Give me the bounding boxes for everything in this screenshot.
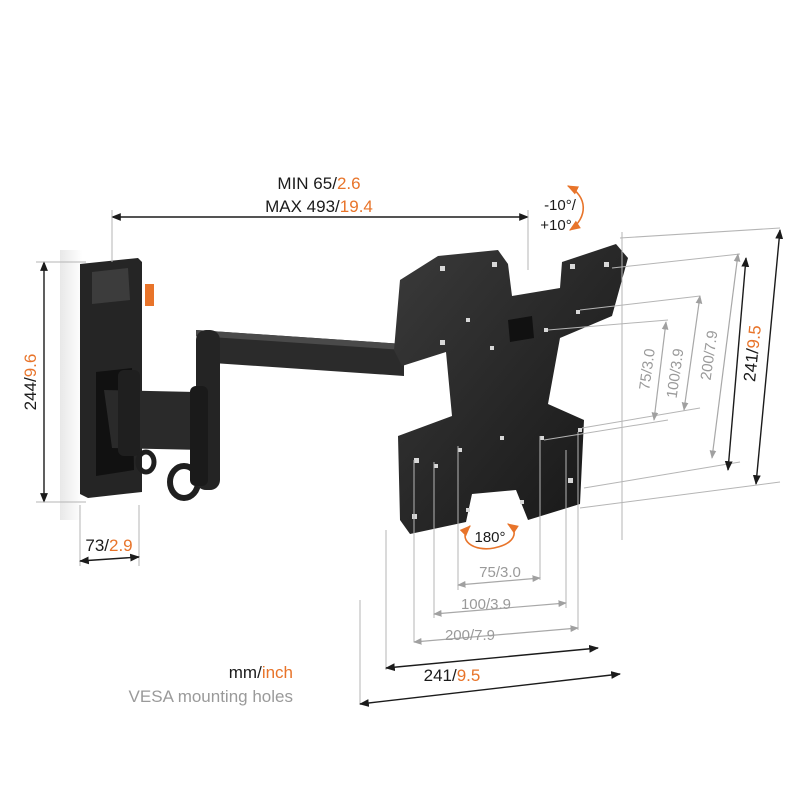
vesa-v-100-label: 100/3.9: [664, 347, 688, 399]
vesa-caption: VESA mounting holes: [129, 687, 293, 706]
tilt-up-label: -10°/: [544, 197, 577, 214]
vesa-h-100-label: 100/3.9: [461, 596, 511, 613]
orange-lock-tab: [145, 284, 154, 306]
vesa-h-outer-line: [359, 671, 621, 707]
vesa-h-100-line: [433, 600, 567, 617]
vesa-v-241-line: [724, 257, 750, 471]
reach-max-label: MAX 493/19.4: [265, 197, 373, 216]
unit-legend: mm/inch: [229, 663, 293, 682]
vesa-v-75-label: 75/3.0: [636, 348, 659, 392]
depth-label: 73/2.9: [85, 536, 132, 555]
tilt-arc-icon: [566, 185, 584, 231]
vesa-v-outer-line: [752, 229, 784, 485]
vesa-h-200-label: 200/7.9: [445, 627, 495, 644]
swing-arm: [104, 330, 404, 501]
depth-dimension-line: [79, 553, 140, 565]
vesa-horizontal-group: 75/3.0 100/3.9 200/7.9 241/9.5: [359, 232, 623, 707]
vesa-h-75-line: [457, 575, 541, 588]
vesa-v-100-line: [681, 295, 703, 411]
vesa-plate: [394, 244, 628, 534]
wall-plate: [80, 258, 154, 498]
vesa-vertical-group: 75/3.0 100/3.9 200/7.9 241/9.5: [543, 227, 784, 509]
vesa-h-241-line: [385, 644, 599, 672]
rotation-label: 180°: [474, 529, 505, 546]
vesa-v-241-label: 241/9.5: [740, 324, 765, 382]
wall-shadow: [60, 250, 82, 520]
vesa-h-75-label: 75/3.0: [479, 564, 521, 581]
rotation-arc-icon: [459, 523, 519, 550]
reach-min-label: MIN 65/2.6: [277, 174, 360, 193]
tilt-down-label: +10°: [540, 217, 571, 234]
vesa-v-75-line: [651, 321, 669, 421]
vesa-h-200-line: [413, 625, 579, 645]
vesa-v-200-label: 200/7.9: [698, 329, 722, 381]
height-label: 244/9.6: [21, 354, 40, 411]
vesa-h-241-label: 241/9.5: [424, 666, 481, 685]
